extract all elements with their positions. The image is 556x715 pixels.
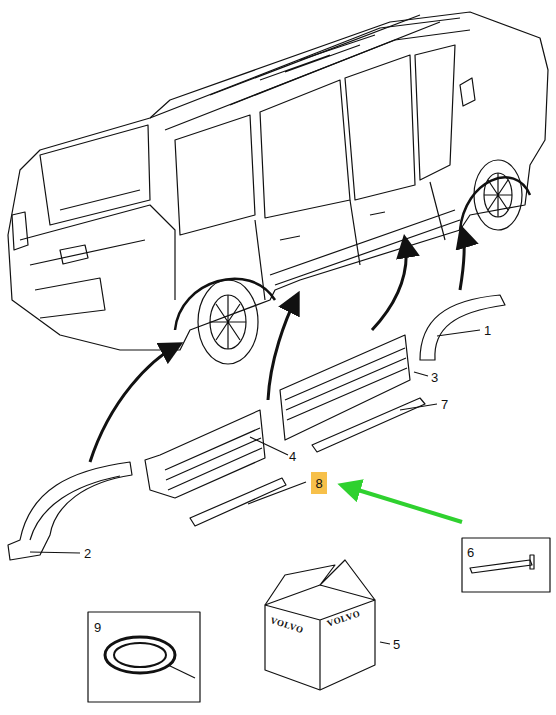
- callout-number: 5: [393, 638, 400, 651]
- callout-number: 7: [441, 398, 448, 411]
- part-frame: 9: [88, 612, 200, 702]
- callout-highlight: 8: [311, 472, 327, 494]
- part-frame: 6: [462, 538, 550, 592]
- callout-number: 3: [431, 371, 438, 384]
- callout-number: 4: [289, 450, 296, 463]
- callout-number: 8: [315, 477, 322, 490]
- callout-number: 1: [484, 324, 491, 337]
- callout-number: 6: [467, 546, 474, 559]
- callout-number: 9: [94, 621, 101, 634]
- callout-number: 2: [84, 547, 91, 560]
